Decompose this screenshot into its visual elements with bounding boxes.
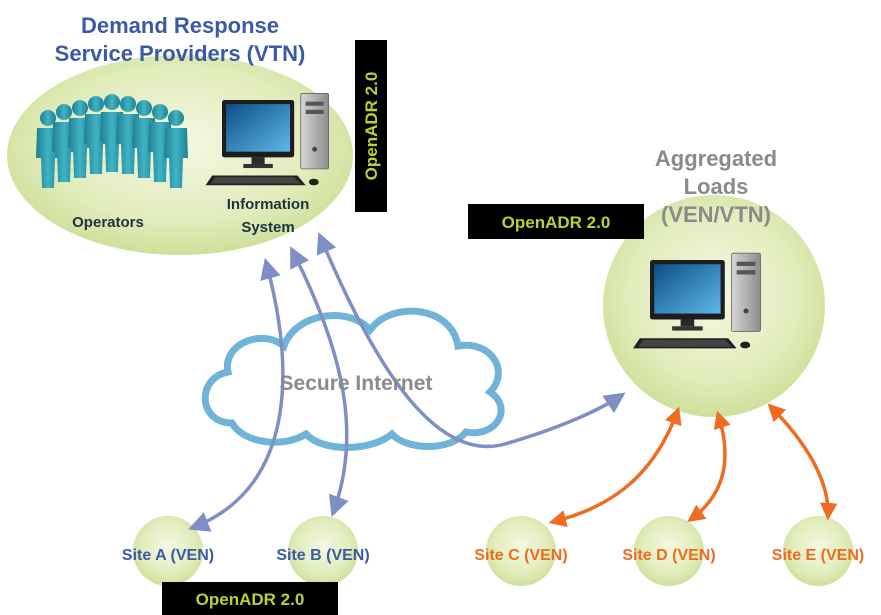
openadr-badge-vertical-text: OpenADR 2.0 [362, 72, 381, 181]
site-b-circle [288, 516, 358, 586]
aggregated-label-line3: (VEN/VTN) [661, 202, 771, 227]
site-a-circle [133, 516, 203, 586]
site-c-label: Site C (VEN) [474, 547, 567, 564]
aggregated-label-line1: Aggregated [655, 146, 777, 171]
site-e-circle [783, 516, 853, 586]
vtn-title-line1: Demand Response [81, 13, 279, 38]
site-a-label: Site A (VEN) [122, 547, 214, 564]
site-b-label: Site B (VEN) [276, 547, 369, 564]
site-d-label: Site D (VEN) [622, 547, 715, 564]
openadr-badge-bottom [162, 582, 338, 615]
site-e-label: Site E (VEN) [772, 547, 864, 564]
information-system-label-line1: Information [227, 196, 310, 213]
arrow-aggregated-site-e [767, 403, 838, 521]
arrow-vtn-site-a [188, 257, 285, 532]
operators-label: Operators [72, 214, 144, 231]
site-d-circle [634, 516, 704, 586]
orange-arrows [548, 403, 838, 528]
vtn-title-line2: Service Providers (VTN) [55, 41, 306, 66]
openadr-badge-aggregated [468, 204, 644, 239]
information-system-label-line2: System [241, 219, 294, 236]
openadr-badge-vertical [355, 40, 387, 212]
arrow-aggregated-site-d [687, 410, 731, 523]
site-c-circle [486, 516, 556, 586]
arrow-aggregated-site-c [548, 406, 682, 528]
secure-internet-label: Secure Internet [280, 372, 433, 395]
openadr-badge-aggregated-text: OpenADR 2.0 [502, 213, 611, 232]
aggregated-label-line2: Loads [684, 174, 749, 199]
openadr-badge-bottom-text: OpenADR 2.0 [196, 590, 305, 609]
